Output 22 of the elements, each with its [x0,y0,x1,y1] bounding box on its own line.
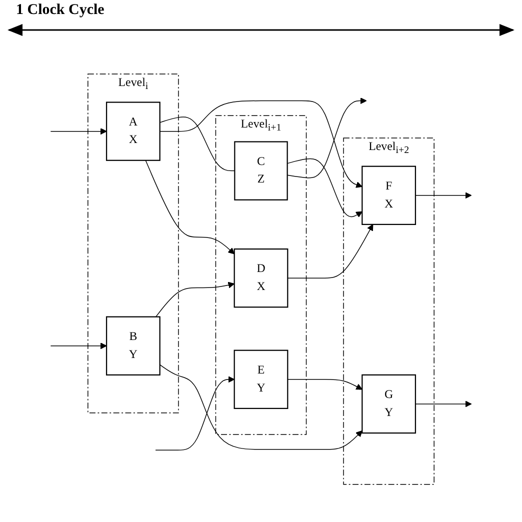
connector [159,116,236,171]
arrow [415,192,472,198]
arrow [159,364,362,450]
node-box: G Y [362,374,416,434]
node-box: A X [106,102,160,161]
arrow [50,342,107,349]
node-box: E Y [234,350,288,409]
arrow [145,160,235,254]
clock-cycle-label: 1 Clock Cycle [16,2,104,19]
arrow [286,97,367,178]
arrow [287,224,374,278]
arrow [50,128,107,134]
node-box: C Z [234,141,288,200]
arrow [155,376,235,450]
arrow [155,282,235,317]
arrow [287,378,362,390]
node-box: B Y [106,316,160,376]
node-box: F X [362,166,416,225]
arrow [415,400,472,408]
arrow [286,158,362,218]
arrow [159,100,362,188]
node-box: D X [234,248,288,308]
